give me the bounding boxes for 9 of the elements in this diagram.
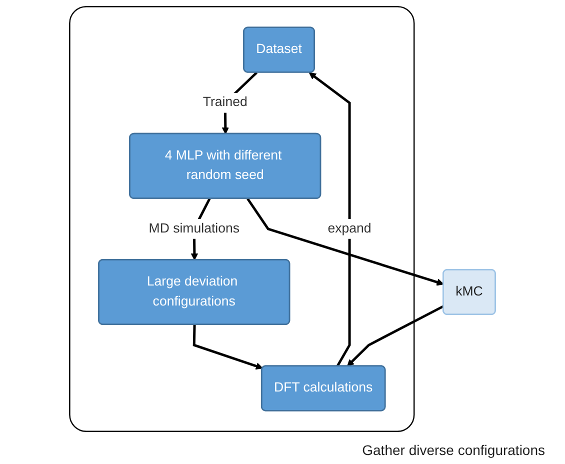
arrow [192,324,263,370]
edge-label: expand [328,221,372,236]
cluster [69,6,415,432]
note-text: Gather diverse configurations [362,442,545,458]
edge-label: Trained [202,95,248,110]
arrow [346,305,444,367]
arrow [246,198,444,286]
arrow [308,72,351,367]
edge-label: MD simulations [148,221,240,236]
